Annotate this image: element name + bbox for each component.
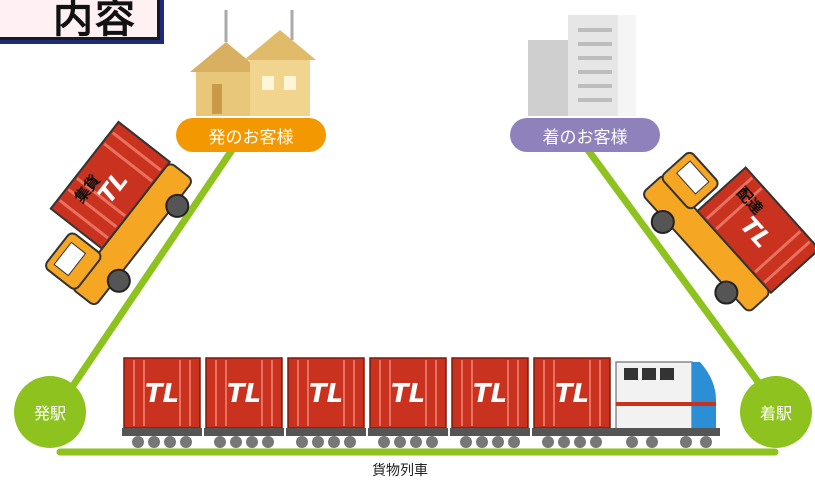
pickup-truck: TL bbox=[45, 120, 192, 306]
freight-train: TL TL TL TL TL TL bbox=[122, 357, 720, 448]
origin-station-label: 発駅 bbox=[14, 376, 86, 448]
delivery-truck: TL bbox=[643, 151, 815, 312]
wagon-container-mark: TL bbox=[555, 379, 589, 409]
route-line-origin bbox=[56, 146, 236, 409]
wagon-container-mark: TL bbox=[145, 379, 179, 409]
destination-building-illustration bbox=[528, 15, 636, 116]
page-title: 内容 bbox=[53, 0, 137, 42]
wagon-container-mark: TL bbox=[473, 379, 507, 409]
origin-customer-label: 発のお客様 bbox=[176, 118, 326, 152]
wagon-container-mark: TL bbox=[391, 379, 425, 409]
destination-station-label: 着駅 bbox=[740, 376, 812, 448]
container-wagon: TL bbox=[368, 357, 448, 448]
wagon-container-mark: TL bbox=[227, 379, 261, 409]
container-wagon: TL bbox=[286, 357, 366, 448]
container-wagon: TL bbox=[204, 357, 284, 448]
wagon-container-mark: TL bbox=[309, 379, 343, 409]
route-line-destination bbox=[584, 146, 779, 409]
container-wagon: TL bbox=[532, 357, 612, 448]
route-lines bbox=[56, 146, 779, 456]
destination-customer-label: 着のお客様 bbox=[510, 118, 660, 152]
container-wagon: TL bbox=[450, 357, 530, 448]
container-wagon: TL bbox=[122, 357, 202, 448]
locomotive bbox=[612, 361, 720, 448]
origin-building-illustration bbox=[190, 10, 316, 116]
freight-train-label: 貨物列車 bbox=[372, 463, 428, 479]
title-box: 内容 bbox=[0, 0, 160, 42]
